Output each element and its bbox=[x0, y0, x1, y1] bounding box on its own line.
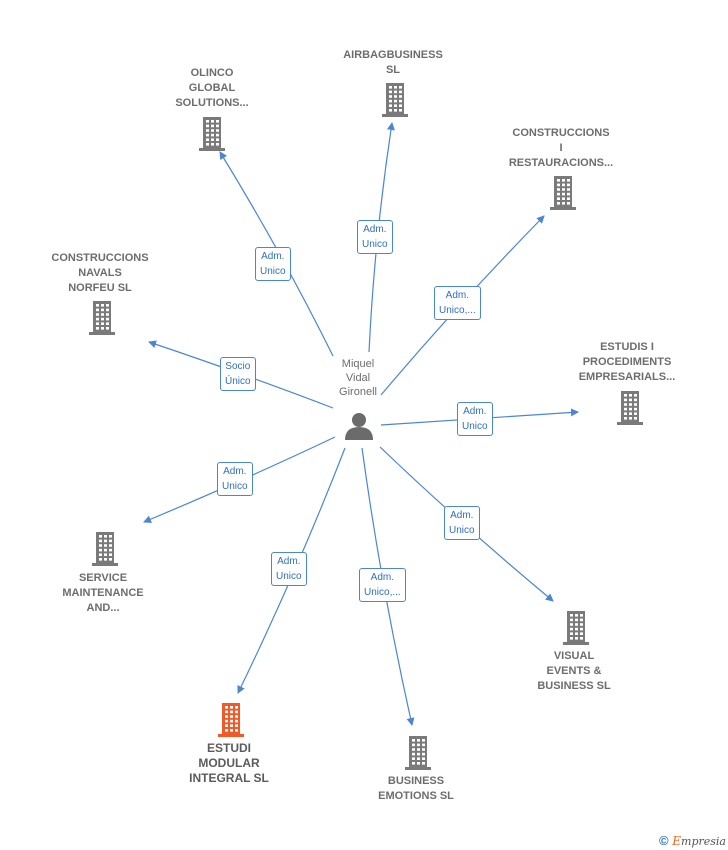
building-icon[interactable] bbox=[405, 736, 431, 770]
footer-brand: © Empresia bbox=[659, 833, 726, 848]
company-label-visual-events[interactable]: VISUAL EVENTS & BUSINESS SL bbox=[537, 650, 611, 692]
brand-initial: E bbox=[672, 834, 682, 848]
company-label-construccions-navals[interactable]: CONSTRUCCIONS NAVALS NORFEU SL bbox=[51, 252, 149, 294]
company-label-estudi-modular[interactable]: ESTUDI MODULAR INTEGRAL SL bbox=[189, 741, 269, 785]
building-icon[interactable] bbox=[89, 301, 115, 335]
building-icon[interactable] bbox=[382, 83, 408, 117]
company-label-olinco[interactable]: OLINCO GLOBAL SOLUTIONS... bbox=[175, 67, 249, 109]
building-icon[interactable] bbox=[563, 611, 589, 645]
relation-label-service-maintenance[interactable]: Adm. Unico bbox=[217, 462, 253, 496]
relation-label-airbagbusiness[interactable]: Adm. Unico bbox=[357, 220, 393, 254]
relation-label-construccions-restauracions[interactable]: Adm. Unico,... bbox=[434, 286, 481, 320]
relation-label-business-emotions[interactable]: Adm. Unico,... bbox=[359, 568, 406, 602]
copyright-symbol: © bbox=[659, 833, 669, 848]
company-label-business-emotions[interactable]: BUSINESS EMOTIONS SL bbox=[378, 775, 454, 802]
person-icon[interactable] bbox=[345, 413, 373, 440]
building-icon[interactable] bbox=[218, 703, 244, 737]
building-icon[interactable] bbox=[617, 391, 643, 425]
company-label-airbagbusiness[interactable]: AIRBAGBUSINESS SL bbox=[343, 49, 443, 76]
relation-label-visual-events[interactable]: Adm. Unico bbox=[444, 506, 480, 540]
relation-label-olinco[interactable]: Adm. Unico bbox=[255, 247, 291, 281]
relation-label-construccions-navals[interactable]: Socio Único bbox=[220, 357, 256, 391]
company-label-construccions-restauracions[interactable]: CONSTRUCCIONS I RESTAURACIONS... bbox=[508, 127, 614, 169]
person-name[interactable]: Miquel Vidal Gironell bbox=[339, 358, 377, 398]
relation-label-estudis-procediments[interactable]: Adm. Unico bbox=[457, 402, 493, 436]
building-icon[interactable] bbox=[199, 117, 225, 151]
building-icon[interactable] bbox=[550, 176, 576, 210]
building-icon[interactable] bbox=[92, 532, 118, 566]
company-label-estudis-procediments[interactable]: ESTUDIS I PROCEDIMENTS EMPRESARIALS... bbox=[578, 341, 676, 383]
company-label-service-maintenance[interactable]: SERVICE MAINTENANCE AND... bbox=[62, 572, 144, 614]
brand-name: mpresia bbox=[681, 835, 726, 848]
relation-label-estudi-modular[interactable]: Adm. Unico bbox=[271, 552, 307, 586]
